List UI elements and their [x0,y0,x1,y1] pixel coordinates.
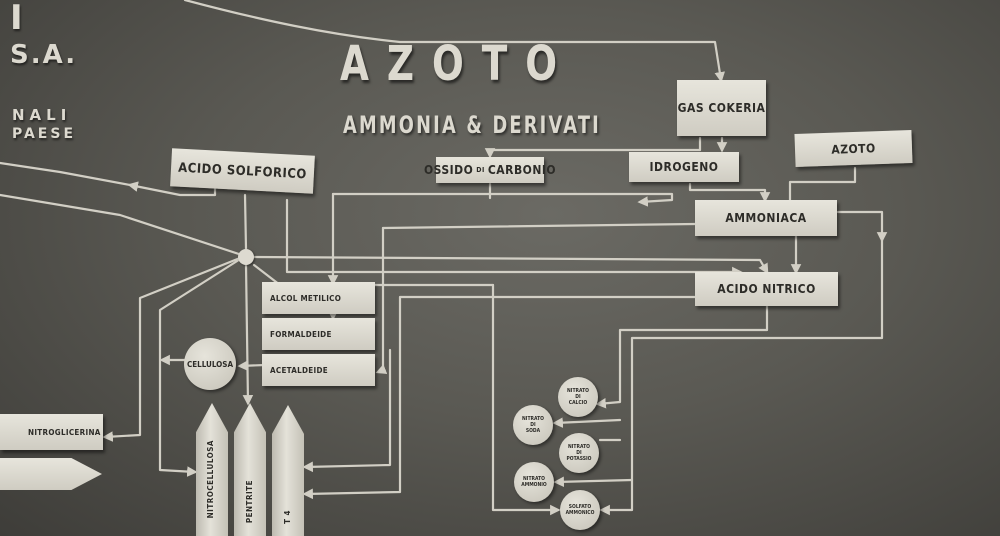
pipe-junction-hub [238,249,254,265]
node-alcol-metilico: ALCOL METILICO [262,282,375,314]
node-acido-solforico: ACIDO SOLFORICO [170,148,315,194]
pipe-to-acetaldeide [375,226,388,374]
pipe-hub-to-pentrite [242,263,254,406]
pipe-long-top-h [331,192,674,207]
node-nitrato-ammonio: NITRATO AMMONIO [514,462,554,502]
node-idrogeno: IDROGENO [629,152,739,182]
pipe-to-ammonio [553,476,634,488]
pipe-solforico-to-nitrico [285,198,743,278]
corner-sa: S.A. [10,40,78,70]
node-acido-nitrico: ACIDO NITRICO [695,272,838,306]
pipe-to-soda [552,417,622,428]
pipe-to-solfato [491,283,561,516]
shell-nitrocellulosa [196,403,228,536]
ossido-word: OSSIDO [423,163,474,177]
node-cellulosa: CELLULOSA [184,338,236,390]
label-t4: T 4 [283,510,292,524]
corner-text-2: PAESE [12,126,77,142]
node-gas-cokeria: GAS COKERIA [677,80,766,136]
node-nitroglicerina: NITROGLICERINA [0,414,103,450]
pipe-azoto-to-ammoniaca [788,166,857,202]
label-nitrocellulosa: NITROCELLULOSA [206,440,215,519]
node-nitrato-potassio: NITRATO DI POTASSIO [559,433,599,473]
pipe-idrogeno-to-ammoniaca [688,182,771,203]
pipe-top-to-gas-cokeria [183,0,725,83]
pipe-left-edge-top [0,161,132,187]
carbonio-word: CARBONIO [487,163,557,177]
node-ammoniaca: AMMONIACA [695,200,837,236]
page-title: AZOTO [340,36,576,92]
label-pentrite: PENTRITE [245,480,254,524]
pipe-acido-solforico-to-hub [243,193,248,251]
shell-pentrite [234,403,266,536]
corner-logo-fragment: I [10,0,23,38]
ossido-di-word: DI [476,166,485,174]
node-nitrato-calcio: NITRATO DI CALCIO [558,377,598,417]
pipe-gas-cokeria-to-ossido [484,136,702,159]
node-formaldeide: FORMALDEIDE [262,318,375,350]
pipe-to-pentrite-right [302,348,392,473]
pipe-hub-to-nitroglicerina [102,254,247,442]
corner-text-1: NALI [12,106,72,124]
pipe-nitrico-to-t4 [302,295,697,500]
node-ossido-di-carbonio: OSSIDO DI CARBONIO [424,157,556,183]
pipe-right-loop [836,210,888,243]
pipe-right-loop-down [599,238,884,516]
pipe-left-edge-hub [0,193,247,258]
node-acetaldeide: ACETALDEIDE [262,354,375,386]
pipe-ammoniaca-left [381,222,697,230]
pipe-hub-to-nitrocellulosa [158,254,247,477]
node-solfato-ammonico: SOLFATO AMMONICO [560,490,600,530]
pipe-hub-right [252,255,769,275]
pipe-acido-solforico-left [127,181,217,197]
pipe-nitrico-down [595,303,769,409]
page-subtitle: AMMONIA & DERIVATI [343,111,602,139]
node-azoto: AZOTO [794,129,913,168]
pipe-acetaldeide-to-cellulosa [237,360,267,371]
shell-t4 [272,405,304,536]
node-nitrato-soda: NITRATO DI SODA [513,405,553,445]
